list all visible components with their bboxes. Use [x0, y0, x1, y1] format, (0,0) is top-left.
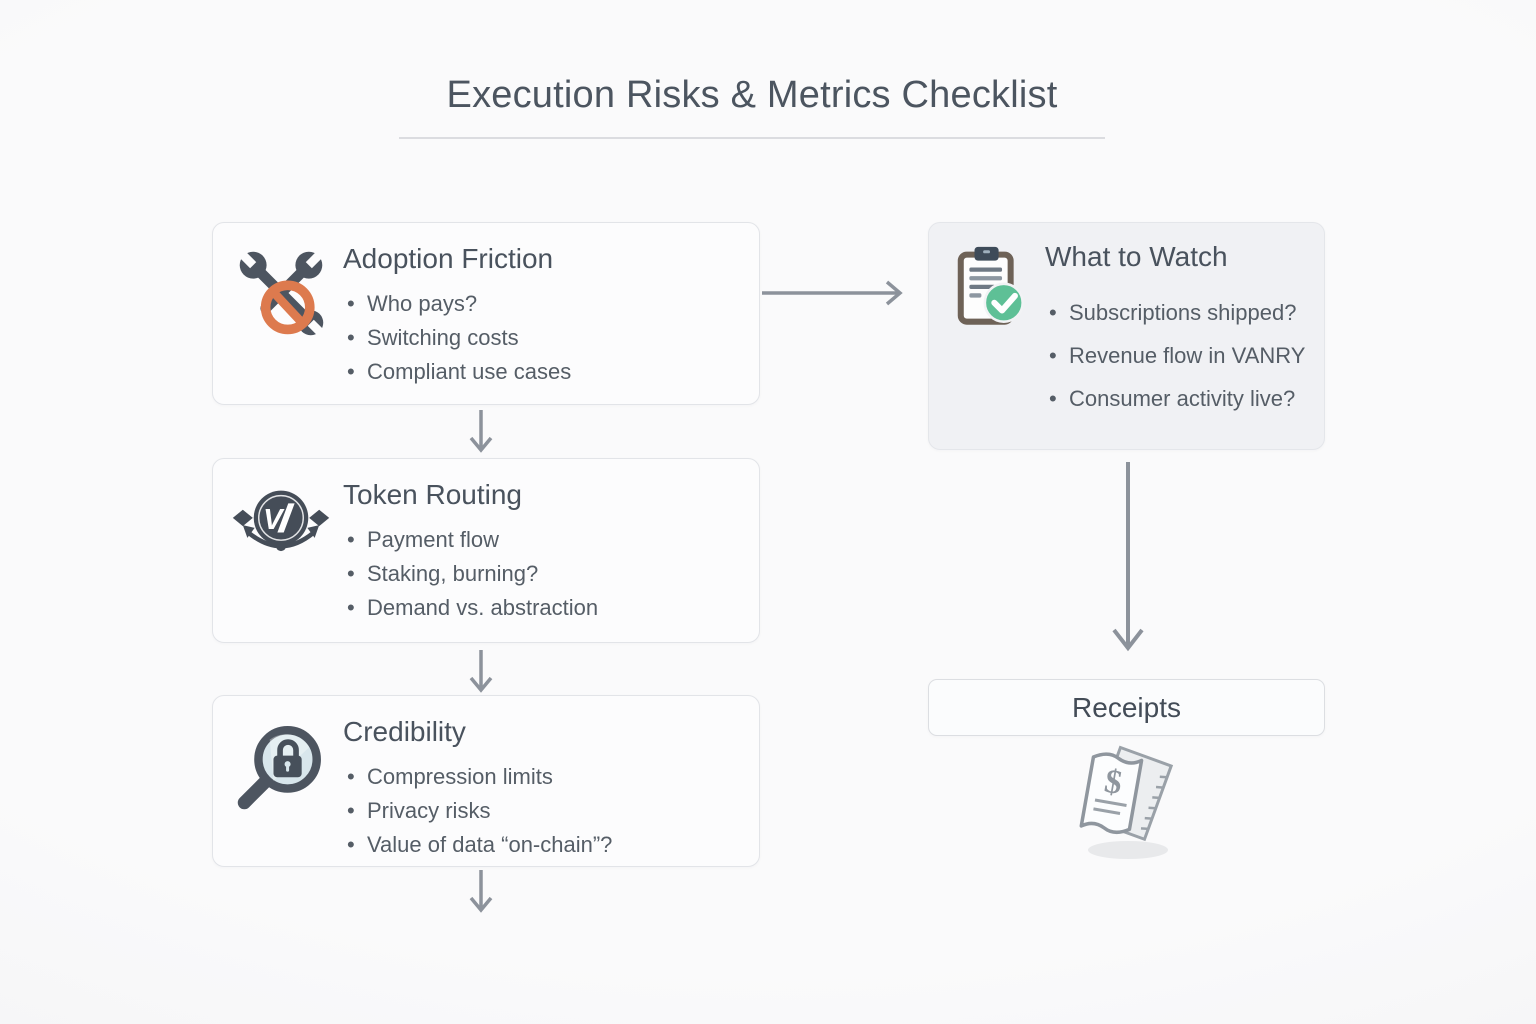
checklist-item: Compliant use cases	[343, 355, 741, 389]
receipt-dollar-glyph: $	[1102, 763, 1125, 802]
title-underline: Execution Risks & Metrics Checklist	[399, 74, 1105, 139]
card-heading: Adoption Friction	[343, 243, 554, 274]
page-title: Execution Risks & Metrics Checklist	[446, 74, 1058, 116]
flow-arrow-down-right-column	[1110, 462, 1146, 654]
receipt-dollar-icon: $	[1058, 742, 1190, 873]
flow-arrow-right	[760, 278, 910, 308]
checklist-item: Revenue flow in VANRY	[1045, 334, 1306, 377]
crossed-wrenches-prohibited-icon	[231, 237, 331, 390]
checklist-item: Privacy risks	[343, 794, 741, 828]
checklist: Subscriptions shipped? Revenue flow in V…	[1045, 291, 1306, 420]
card-heading: Receipts	[1072, 691, 1181, 723]
checklist-item: Compression limits	[343, 760, 741, 794]
card-heading: Credibility	[343, 716, 466, 747]
card-heading: What to Watch	[1045, 241, 1228, 272]
checklist-item: Switching costs	[343, 321, 741, 355]
clipboard-check-icon	[947, 237, 1033, 435]
card-heading: Token Routing	[343, 479, 523, 510]
flow-arrow-down-3	[466, 870, 496, 914]
checklist-item: Demand vs. abstraction	[343, 591, 741, 625]
flow-arrow-down-2	[466, 650, 496, 694]
card-token-routing: V Token Routing Payment flow Staking, bu…	[212, 458, 760, 643]
card-credibility: Credibility Compression limits Privacy r…	[212, 695, 760, 867]
checklist-item: Payment flow	[343, 523, 741, 557]
checklist-item: Subscriptions shipped?	[1045, 291, 1306, 334]
magnifier-lock-icon	[231, 710, 331, 852]
checklist: Compression limits Privacy risks Value o…	[343, 760, 741, 862]
checklist: Payment flow Staking, burning? Demand vs…	[343, 523, 741, 625]
checklist-item: Staking, burning?	[343, 557, 741, 591]
card-what-to-watch: What to Watch Subscriptions shipped? Rev…	[928, 222, 1325, 450]
token-coin-routing-icon: V	[231, 473, 331, 628]
checklist-item: Consumer activity live?	[1045, 377, 1306, 420]
card-receipts: Receipts	[928, 679, 1325, 736]
card-adoption-friction: Adoption Friction Who pays? Switching co…	[212, 222, 760, 405]
checklist-item: Who pays?	[343, 287, 741, 321]
flow-arrow-down-1	[466, 410, 496, 454]
checklist: Who pays? Switching costs Compliant use …	[343, 287, 741, 389]
checklist-item: Value of data “on-chain”?	[343, 828, 741, 862]
